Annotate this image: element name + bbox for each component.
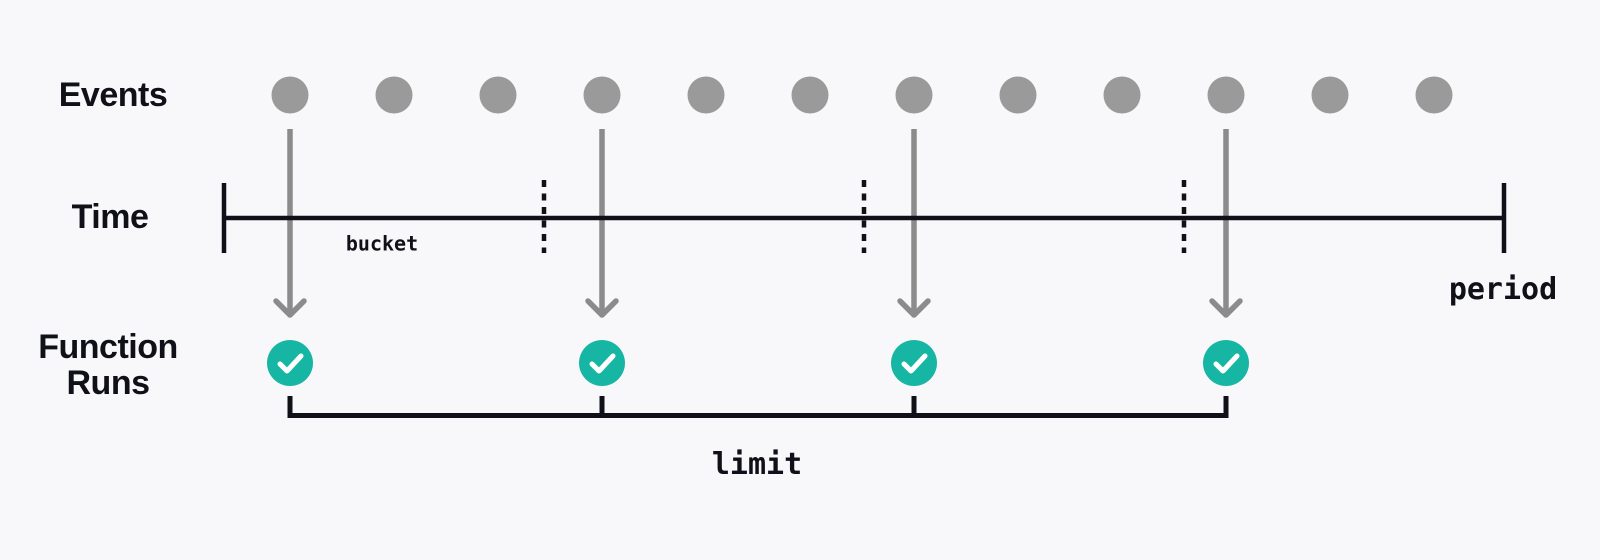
event-dot [1311,76,1349,114]
bucket-annotation: bucket [345,231,419,256]
arrow-down-icon [585,298,619,318]
arrow-down-icon [273,298,307,318]
limit-annotation: limit [711,447,803,483]
check-icon [1213,353,1240,374]
function-run-badge [579,340,625,386]
arrow-down-icon [897,298,931,318]
event-dot [271,76,309,114]
event-dot [791,76,829,114]
limit-bracket [287,396,1229,418]
events-row-label: Events [58,75,168,114]
check-icon [589,353,616,374]
time-row-label: Time [71,197,149,236]
event-dot [895,76,933,114]
function-run-badge [891,340,937,386]
event-dot [687,76,725,114]
event-dot [1415,76,1453,114]
check-icon [277,353,304,374]
event-dot [1207,76,1245,114]
event-dot [375,76,413,114]
period-annotation: period [1448,272,1558,308]
arrow-down-icon [1209,298,1243,318]
check-icon [901,353,928,374]
function-run-badge [267,340,313,386]
event-dot [999,76,1037,114]
function-run-badge [1203,340,1249,386]
event-dot [479,76,517,114]
event-dot [583,76,621,114]
event-dot [1103,76,1141,114]
function-runs-row-label: Function Runs [38,327,178,402]
